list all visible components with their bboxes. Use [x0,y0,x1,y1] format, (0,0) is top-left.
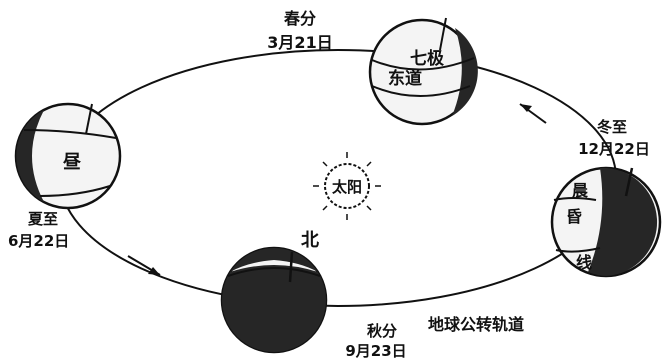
sun: 太阳 [313,152,381,220]
winter-name: 冬至 [597,118,627,136]
orbit-arrow-right [519,103,547,124]
autumn-name: 秋分 [367,322,397,340]
autumn-date: 9月23日 [345,342,406,360]
winter-globe-text-3: 线 [576,253,592,272]
spring-globe-text-2: 东道 [388,68,422,89]
orbit-arrow-left [127,255,161,276]
autumn-globe-text: 北 [301,230,319,251]
night-side-autumn [222,248,326,352]
sun-rays [313,152,381,220]
winter-globe-text-2: 昏 [566,207,582,226]
summer-name: 夏至 [27,210,58,228]
sun-label: 太阳 [332,178,362,196]
summer-date: 6月22日 [8,232,69,250]
globe-winter: 晨 昏 线 [550,166,662,278]
spring-date: 3月21日 [267,33,332,52]
spring-name: 春分 [283,9,316,28]
night-side-winter [588,167,658,276]
sun-disc [324,163,370,209]
winter-date: 12月22日 [578,140,650,158]
globe-spring: 七极 东道 [368,17,478,126]
night-side-spring [452,28,478,116]
globe-autumn: 北 [220,230,328,354]
winter-globe-text-1: 晨 [572,181,589,200]
spring-globe-text-1: 七极 [410,49,444,69]
night-side-summer [16,110,44,202]
summer-globe-text: 昼 [63,152,81,173]
globe-summer: 昼 [14,102,122,210]
orbit-label: 地球公转轨道 [428,315,524,334]
